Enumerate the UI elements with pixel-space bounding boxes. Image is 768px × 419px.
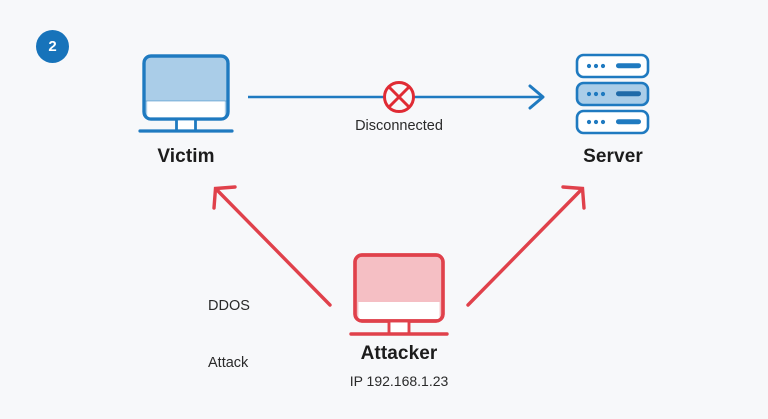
attacker-ip-label: IP 192.168.1.23 [349, 373, 449, 389]
edge-attacker-server [466, 185, 586, 307]
attacker-monitor-icon [349, 253, 449, 336]
attacker-label: Attacker [360, 343, 438, 364]
step-badge: 2 [36, 30, 69, 63]
ddos-attack-label-line1: DDOS [208, 298, 250, 314]
edge-attacker-victim [212, 185, 332, 307]
ddos-attack-label-line2: Attack [208, 355, 249, 371]
ddos-attack-label: DDOS Attack [208, 259, 298, 411]
blocked-circle-x-icon [383, 81, 415, 113]
victim-monitor-icon [138, 54, 234, 133]
server-label: Server [583, 146, 643, 167]
server-rack-icon [575, 53, 650, 135]
victim-label: Victim [157, 146, 215, 167]
disconnected-label: Disconnected [355, 118, 443, 134]
